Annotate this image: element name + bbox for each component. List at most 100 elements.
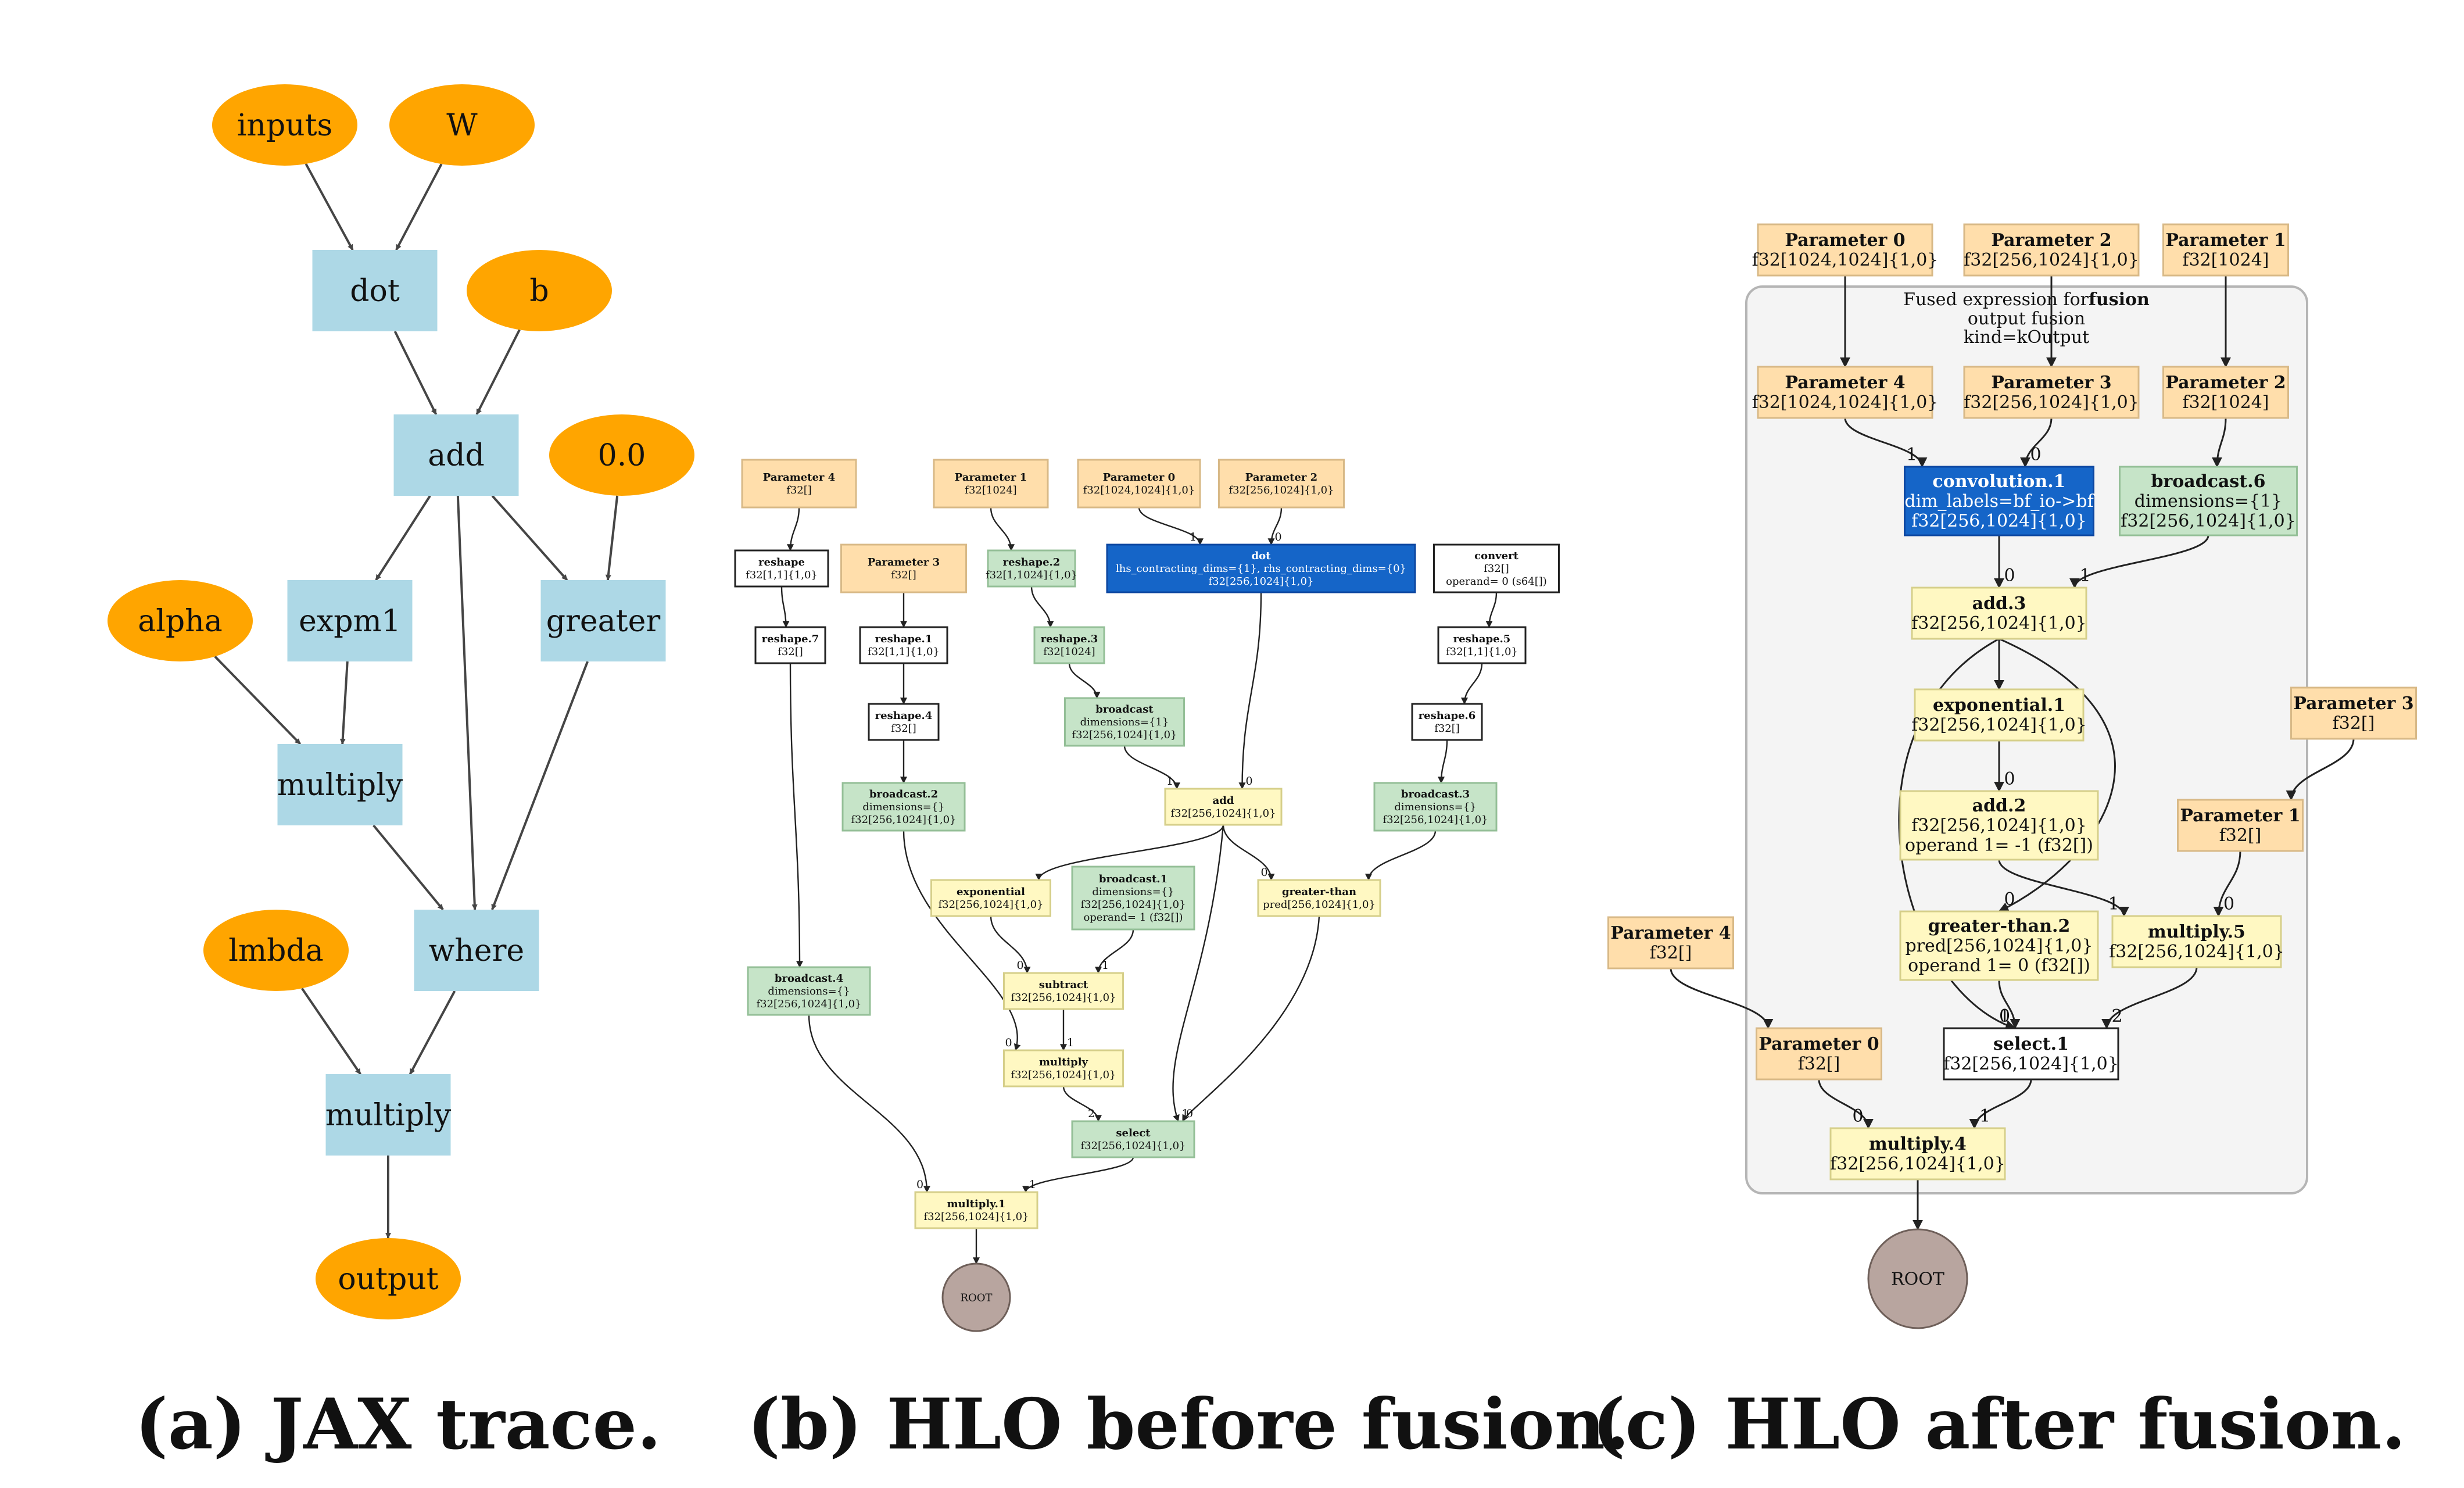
hlo-node-detail: f32[256,1024]{1,0}	[1229, 484, 1334, 496]
hlo-node-title: add	[1213, 795, 1234, 807]
hlo-node-detail: f32[]	[891, 569, 916, 581]
hlo-node-detail: f32[1,1]{1,0}	[868, 646, 940, 658]
hlo-node-box	[741, 459, 857, 509]
jax-node-label: multiply	[277, 768, 403, 803]
caption-b: (b) HLO before fusion.	[747, 1383, 1629, 1465]
hlo-node-box	[840, 543, 967, 593]
fusion-cluster-subtitle: output fusion	[1968, 309, 2085, 329]
hlo-node-box	[1071, 1120, 1195, 1158]
edge-multiply-where	[373, 824, 444, 911]
hlo-node-root: ROOT	[1867, 1228, 1968, 1329]
hlo-node-box	[914, 1191, 1038, 1229]
hlo-node-title: broadcast.4	[775, 972, 843, 985]
hlo-node-title: exponential.1	[1933, 695, 2065, 716]
hlo-node-title: Parameter 3	[868, 556, 940, 568]
edge-multiply-select	[1062, 1086, 1102, 1122]
jax-node-shape	[108, 580, 253, 661]
hlo-node-box	[1914, 688, 2085, 742]
edge-P3-I1	[2286, 738, 2355, 801]
hlo-node-box	[1411, 703, 1483, 741]
hlo-node-title: reshape.3	[1041, 633, 1098, 645]
edge-exponential-subtract	[990, 915, 1031, 974]
fusion-cluster-title-prefix: Fused expression for	[1903, 289, 2089, 310]
hlo-node-title: greater-than.2	[1928, 916, 2071, 936]
hlo-node-box	[1071, 865, 1195, 931]
hlo-node-box	[734, 549, 829, 588]
hlo-node-detail: operand 1= 0 (f32[])	[1908, 956, 2090, 976]
hlo-node-detail: f32[256,1024]{1,0}	[1011, 992, 1116, 1004]
jax-node-alpha: alpha	[108, 580, 253, 661]
hlo-node-title: Parameter 3	[2293, 693, 2413, 714]
edge-operand-label: 0	[1999, 1006, 2010, 1026]
hlo-node-detail: dimensions={}	[862, 801, 944, 813]
hlo-node-box	[1077, 459, 1201, 509]
edge-operand-label: 0	[1245, 775, 1252, 788]
hlo-node-box	[933, 459, 1049, 509]
jax-node-label: b	[529, 274, 549, 309]
hlo-node-box	[1064, 697, 1185, 747]
jax-node-shape	[325, 1074, 451, 1156]
hlo-node-detail: f32[]	[891, 722, 916, 735]
edge-inputs-dot	[305, 163, 354, 251]
edge-add-exponential	[1035, 824, 1224, 881]
hlo-node-box	[1437, 626, 1527, 664]
edge-mul5-sel1	[2101, 967, 2198, 1029]
hlo-node-detail: operand= 0 (s64[])	[1446, 575, 1547, 588]
edge-operand-label: 0	[2004, 889, 2015, 910]
hlo-node-title: Parameter 0	[1103, 471, 1175, 484]
hlo-node-box	[1433, 543, 1560, 593]
jax-node-w: W	[389, 84, 535, 166]
edge-gt2-sel1	[1998, 979, 2021, 1029]
edge-add-expm1	[375, 495, 431, 581]
edge-alpha-multiply	[214, 656, 302, 745]
edge-operand-label: 0	[2004, 769, 2015, 789]
edge-operand-label: 0	[2030, 445, 2041, 465]
hlo-node-title: broadcast.1	[1099, 873, 1167, 885]
edge-bc6-add3	[2069, 535, 2209, 589]
edge-p1-reshape2	[990, 507, 1015, 552]
edge-where-multiply2	[409, 990, 456, 1075]
hlo-node-title: broadcast	[1095, 703, 1154, 716]
hlo-node-detail: f32[1024]	[965, 484, 1016, 496]
hlo-node-detail: dimensions={}	[1092, 886, 1174, 898]
hlo-node-box	[1757, 366, 1933, 419]
jax-node-zero: 0.0	[549, 414, 694, 496]
hlo-node-title: Parameter 2	[2165, 373, 2286, 393]
hlo-node-box	[930, 879, 1051, 917]
hlo-node-root: ROOT	[941, 1262, 1011, 1332]
jax-node-label: add	[428, 438, 485, 473]
hlo-node-title: greater-than	[1282, 886, 1356, 898]
edge-zero-greater	[605, 495, 619, 581]
edge-operand-label: 0	[1016, 959, 1023, 972]
jax-node-b: b	[467, 250, 612, 331]
hlo-node-detail: f32[256,1024]{1,0}	[1208, 575, 1313, 588]
hlo-node-box	[1003, 972, 1124, 1010]
hlo-node-detail: f32[]	[1434, 722, 1460, 735]
hlo-node-box	[1003, 1049, 1124, 1088]
caption-a: (a) JAX trace.	[135, 1383, 661, 1465]
hlo-node-detail: f32[256,1024]{1,0}	[2121, 511, 2296, 531]
hlo-node-detail: f32[256,1024]{1,0}	[1911, 613, 2087, 634]
edge-broadcast4-multiply1	[808, 1014, 930, 1193]
edge-greater-where	[491, 661, 589, 910]
hlo-node-box	[2111, 915, 2282, 968]
hlo-node-broadcast1: broadcast.1dimensions={}f32[256,1024]{1,…	[1071, 865, 1195, 931]
edge-reshape2-reshape3	[1030, 586, 1054, 628]
edge-operand-label: 0	[2004, 566, 2015, 586]
jax-node-shape	[287, 580, 413, 661]
hlo-node-title: multiply.5	[2148, 922, 2245, 942]
hlo-node-box	[1899, 790, 2099, 861]
panel-a-edges	[214, 163, 619, 1239]
